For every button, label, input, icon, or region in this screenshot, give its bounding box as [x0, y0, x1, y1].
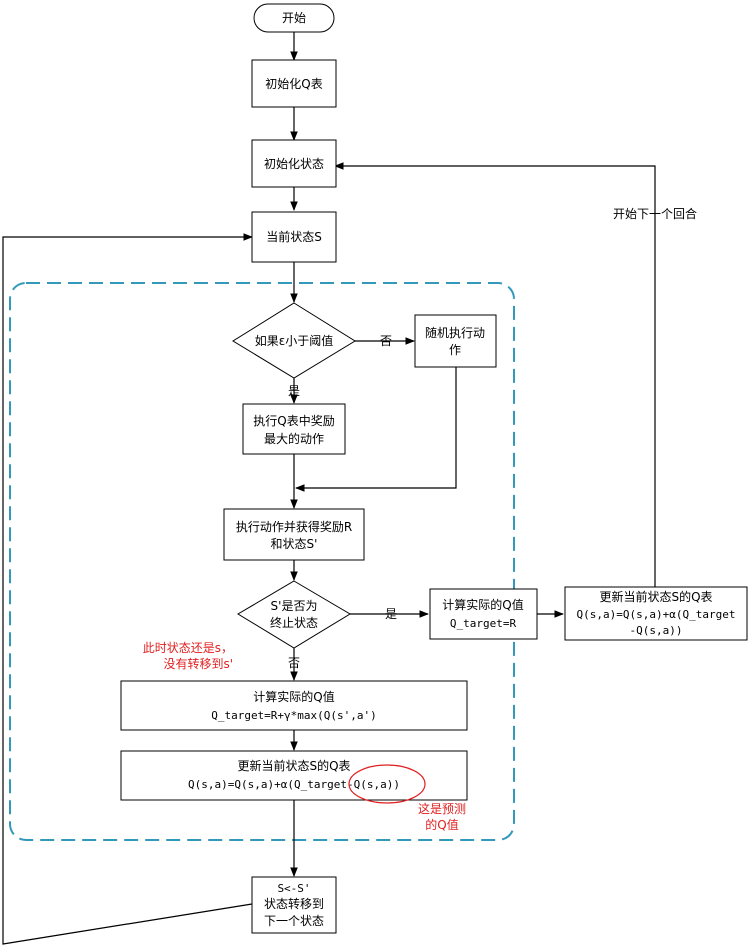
update-q-terminal-line-3: -Q(s,a)): [630, 624, 683, 637]
current-state-node: 当前状态S: [251, 211, 337, 263]
greedy-action-node: 执行Q表中奖励 最大的动作: [242, 403, 346, 455]
calc-actual-terminal-node: 计算实际的Q值 Q_target=R: [429, 588, 538, 640]
start-label: 开始: [282, 11, 306, 25]
update-q-terminal-line-1: 更新当前状态S的Q表: [599, 589, 712, 604]
random-action-line-1: 随机执行动: [425, 325, 485, 340]
predicted-note-line-2: 的Q值: [425, 817, 458, 832]
edges: [2, 32, 656, 945]
start-node: 开始: [253, 3, 335, 33]
edge-label-no-terminal: 否: [288, 656, 300, 670]
transition-line-1: S<-S': [277, 882, 310, 895]
training-loop-boundary: [9, 282, 515, 841]
calc-actual-terminal-line-2: Q_target=R: [450, 617, 517, 630]
greedy-action-line-2: 最大的动作: [264, 431, 324, 446]
edge-next-episode: [334, 162, 656, 587]
transition-line-2: 状态转移到: [264, 896, 324, 911]
init-q-table-label: 初始化Q表: [265, 77, 322, 91]
edge-random-to-merge: [295, 367, 457, 492]
update-q-line-1: 更新当前状态S的Q表: [237, 758, 350, 773]
terminal-decision-line-1: S'是否为: [271, 599, 318, 613]
execute-action-node: 执行动作并获得奖励R 和状态S': [223, 508, 365, 561]
edge-label-yes-terminal: 是: [385, 607, 397, 621]
execute-action-line-1: 执行动作并获得奖励R: [236, 519, 352, 534]
edge-label-next-episode: 开始下一个回合: [613, 206, 697, 221]
current-state-label: 当前状态S: [266, 229, 322, 244]
init-state-label: 初始化状态: [264, 157, 324, 171]
greedy-action-line-1: 执行Q表中奖励: [253, 413, 334, 428]
update-q-line-2: Q(s,a)=Q(s,a)+α(Q_target-Q(s,a)): [188, 778, 400, 791]
edge-transition-loopback: [2, 233, 253, 945]
predicted-q-highlight: [348, 764, 426, 804]
execute-action-line-2: 和状态S': [271, 537, 318, 551]
random-action-node: 随机执行动 作: [414, 314, 497, 368]
transition-node: S<-S' 状态转移到 下一个状态: [251, 876, 337, 934]
calc-actual-terminal-line-1: 计算实际的Q值: [442, 597, 523, 612]
edge-label-yes-greedy: 是: [288, 384, 300, 398]
update-q-node: 更新当前状态S的Q表 Q(s,a)=Q(s,a)+α(Q_target-Q(s,…: [120, 750, 468, 801]
calc-actual-line-1: 计算实际的Q值: [253, 689, 334, 704]
predicted-note-line-1: 这是预测: [418, 801, 466, 816]
calc-actual-node: 计算实际的Q值 Q_target=R+γ*max(Q(s',a'): [120, 680, 468, 731]
epsilon-decision-node: 如果ε小于阈值: [232, 302, 356, 379]
state-note-line-1: 此时状态还是s，: [143, 641, 233, 655]
update-q-terminal-line-2: Q(s,a)=Q(s,a)+α(Q_target: [577, 608, 736, 621]
init-q-table-node: 初始化Q表: [251, 59, 337, 108]
epsilon-decision-label: 如果ε小于阈值: [255, 333, 334, 348]
state-note-line-2: 没有转移到s': [163, 656, 233, 671]
init-state-node: 初始化状态: [251, 139, 337, 188]
update-q-terminal-node: 更新当前状态S的Q表 Q(s,a)=Q(s,a)+α(Q_target -Q(s…: [564, 586, 748, 641]
random-action-line-2: 作: [449, 343, 461, 357]
calc-actual-line-2: Q_target=R+γ*max(Q(s',a'): [211, 709, 377, 722]
terminal-decision-node: S'是否为 终止状态: [237, 580, 351, 649]
transition-line-3: 下一个状态: [264, 914, 324, 928]
edge-label-no-random: 否: [380, 334, 392, 348]
terminal-decision-line-2: 终止状态: [270, 615, 318, 630]
